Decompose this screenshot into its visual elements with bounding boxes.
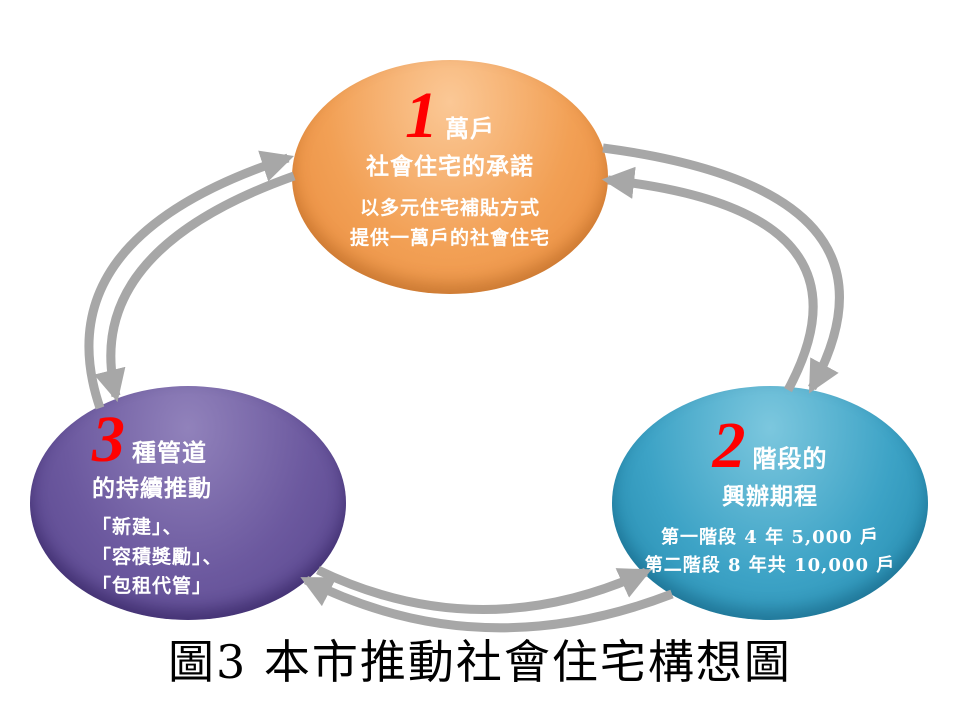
- node-1-number: 1: [405, 79, 438, 152]
- node-3-detail-line: 「新建」、: [92, 516, 183, 539]
- node-2-detail-line: 第二階段 8 年共 10,000 戶: [644, 555, 896, 577]
- cycle-node-1: 1 萬戶 社會住宅的承諾 以多元住宅補貼方式 提供一萬戶的社會住宅: [292, 60, 608, 294]
- caption: 圖3 本市推動社會住宅構想圖: [168, 635, 792, 689]
- arrow-3-to-2: [316, 565, 652, 614]
- node-1-head: 1 萬戶: [292, 79, 608, 152]
- node-1-detail-line: 提供一萬戶的社會住宅: [349, 226, 550, 249]
- arrow-1-to-2: [602, 143, 844, 394]
- arrow-2-to-3: [300, 575, 674, 633]
- node-1-detail-line: 以多元住宅補貼方式: [359, 197, 540, 220]
- cycle-node-3: 3 種管道 的持續推動 「新建」、 「容積獎勵」、 「包租代管」: [30, 386, 346, 620]
- cycle-node-2: 2 階段的 興辦期程 第一階段 4 年 5,000 戶 第二階段 8 年共 10…: [612, 386, 928, 620]
- node-3-detail-line: 「包租代管」: [92, 575, 213, 598]
- node-3-number: 3: [92, 403, 125, 476]
- arrow-1-to-3: [93, 171, 296, 403]
- node-2-subtitle: 興辦期程: [722, 483, 818, 511]
- node-2-head: 2 階段的: [612, 409, 928, 482]
- node-3-title: 種管道: [132, 438, 207, 467]
- arrow-3-to-1: [84, 150, 294, 410]
- node-2-title: 階段的: [752, 444, 828, 473]
- arrow-2-to-1: [601, 166, 818, 393]
- node-1-details: 以多元住宅補貼方式 提供一萬戶的社會住宅: [292, 194, 608, 253]
- node-1-title: 萬戶: [445, 114, 495, 143]
- node-2-detail-line: 第一階段 4 年 5,000 戶: [661, 527, 879, 549]
- node-2-details: 第一階段 4 年 5,000 戶 第二階段 8 年共 10,000 戶: [612, 524, 928, 580]
- node-3-details: 「新建」、 「容積獎勵」、 「包租代管」: [92, 513, 346, 601]
- node-3-subtitle: 的持續推動: [92, 475, 212, 503]
- node-2-number: 2: [712, 409, 746, 482]
- node-3-detail-line: 「容積獎勵」、: [92, 545, 223, 568]
- node-3-head: 3 種管道: [92, 403, 346, 476]
- node-1-subtitle: 社會住宅的承諾: [366, 153, 534, 181]
